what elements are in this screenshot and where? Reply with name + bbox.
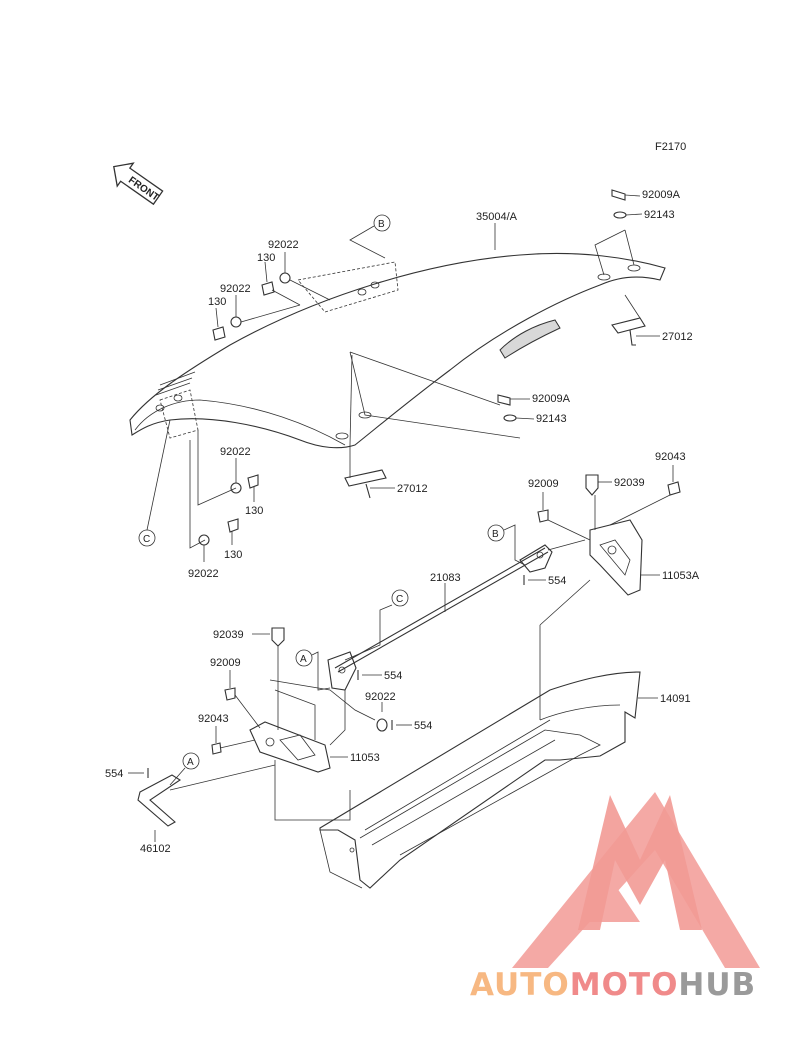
screw-92009a-mid — [497, 394, 530, 406]
top-cover-part — [129, 252, 666, 449]
callout-c-left: C — [138, 419, 171, 547]
part-label-92039-left: 92039 — [213, 629, 244, 641]
watermark-moto: MOTO — [570, 967, 679, 1003]
washer-92022-e — [376, 702, 388, 732]
part-label-92009-right: 92009 — [528, 478, 559, 490]
bracket-11053 — [219, 690, 348, 773]
part-label-92022-d: 92022 — [188, 568, 219, 580]
part-label-92022-e: 92022 — [365, 691, 396, 703]
washer-92022-d — [198, 534, 210, 562]
callout-b-top: B — [349, 214, 391, 259]
callout-c-rod-text: C — [396, 594, 403, 605]
callout-c-left-text: C — [143, 534, 150, 545]
washer-92022-c — [230, 458, 242, 494]
part-label-92009a-mid: 92009A — [532, 393, 571, 405]
front-arrow-icon: FRONT — [113, 162, 164, 206]
bracket-27012-mid — [344, 445, 395, 499]
watermark-hub: HUB — [678, 967, 756, 1003]
part-label-14091: 14091 — [660, 693, 691, 705]
part-label-35004a: 35004/A — [476, 211, 518, 223]
bolt-130-c — [247, 474, 259, 502]
rod-21083 — [327, 539, 586, 691]
pin-554-a — [523, 575, 546, 585]
part-label-92143-mid: 92143 — [536, 413, 567, 425]
part-label-554-d: 554 — [105, 768, 123, 780]
bracket-11053a — [547, 494, 671, 596]
part-label-92009a-top: 92009A — [642, 189, 681, 201]
part-label-92039-right: 92039 — [614, 477, 645, 489]
callout-c-rod: C — [344, 589, 409, 661]
tray-14091 — [319, 671, 658, 889]
pin-554-b — [357, 670, 382, 680]
callout-a-lower-text: A — [187, 757, 194, 768]
bolt-130-b — [212, 307, 226, 341]
bolt-92043-right — [667, 465, 681, 496]
watermark-triangle-icon — [512, 792, 760, 968]
part-label-554-b: 554 — [384, 670, 402, 682]
figure-code: F2170 — [655, 141, 686, 153]
part-label-21083: 21083 — [430, 572, 461, 584]
part-label-92043-right: 92043 — [655, 451, 686, 463]
bolt-92009-left — [224, 670, 236, 701]
bolt-92043-left — [211, 726, 222, 755]
callout-b-rod-text: B — [492, 529, 499, 540]
part-label-27012-mid: 27012 — [397, 483, 428, 495]
watermark-m-icon — [578, 795, 702, 930]
bracket-27012-right — [611, 294, 660, 346]
pin-554-c — [391, 720, 412, 730]
clip-92039-left — [252, 627, 285, 730]
part-label-92143-top: 92143 — [644, 209, 675, 221]
part-label-554-a: 554 — [548, 575, 566, 587]
callout-a-rod: A — [295, 649, 331, 691]
part-label-92009-left: 92009 — [210, 657, 241, 669]
callout-b-top-text: B — [378, 219, 385, 230]
bolt-130-a — [261, 261, 275, 296]
part-label-92022-a: 92022 — [268, 239, 299, 251]
part-label-92022-c: 92022 — [220, 446, 251, 458]
watermark-logo — [512, 792, 760, 968]
part-label-554-c: 554 — [414, 720, 432, 732]
callout-b-rod: B — [487, 524, 526, 566]
part-label-92043-left: 92043 — [198, 713, 229, 725]
part-label-27012-right: 27012 — [662, 331, 693, 343]
part-label-130-d: 130 — [224, 549, 242, 561]
part-label-130-b: 130 — [208, 296, 226, 308]
pin-554-d — [128, 768, 149, 778]
part-label-130-c: 130 — [245, 505, 263, 517]
wire-46102 — [137, 774, 182, 842]
grommet-92143-top — [613, 211, 643, 219]
clip-92039-right — [585, 474, 612, 496]
screw-92009a-top — [611, 189, 641, 201]
part-label-92022-b: 92022 — [220, 283, 251, 295]
part-label-11053a: 11053A — [662, 570, 700, 582]
watermark-text: AUTOMOTOHUB — [470, 967, 756, 1003]
part-label-130-a: 130 — [257, 252, 275, 264]
bolt-92009-right — [537, 492, 549, 523]
part-label-11053: 11053 — [350, 752, 380, 764]
callout-a-rod-text: A — [300, 654, 307, 665]
callout-a-lower: A — [169, 752, 200, 786]
washer-92022-a — [279, 252, 291, 284]
washer-92022-b — [230, 295, 242, 328]
watermark-auto: AUTO — [470, 967, 570, 1003]
part-label-46102: 46102 — [140, 843, 171, 855]
grommet-92143-mid — [503, 414, 535, 422]
bolt-130-d — [227, 518, 239, 545]
